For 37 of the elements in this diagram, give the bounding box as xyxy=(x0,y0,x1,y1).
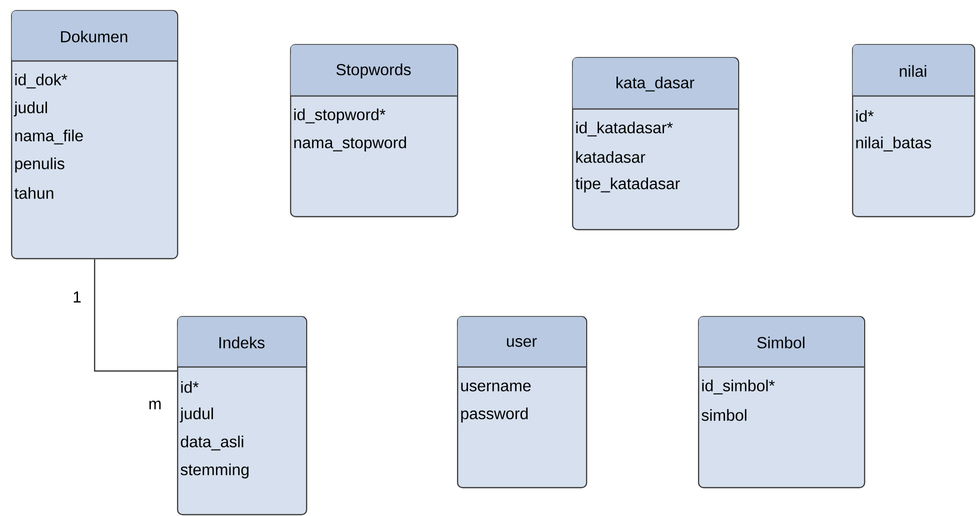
entity-box xyxy=(457,316,588,488)
attribute: id_simbol* xyxy=(702,380,775,394)
attribute: judul xyxy=(180,408,213,422)
attribute: tipe_katadasar xyxy=(575,178,680,192)
attribute: data_asli xyxy=(180,436,244,450)
entity-title: Dokumen xyxy=(61,30,128,42)
entity-box xyxy=(290,44,458,218)
attribute: judul xyxy=(14,102,47,116)
multiplicity-label: 1 xyxy=(74,292,81,302)
attribute: tahun xyxy=(14,187,54,199)
attribute: katadasar xyxy=(576,151,646,163)
relationship-line xyxy=(94,259,177,372)
attribute: id* xyxy=(856,110,874,122)
attribute: username xyxy=(461,382,531,392)
attribute: id_katadasar* xyxy=(576,122,673,136)
entity-title: Simbol xyxy=(757,336,804,348)
attribute: password xyxy=(461,408,528,422)
entity-box xyxy=(177,316,308,516)
attribute: id_stopword* xyxy=(294,108,386,124)
attribute: id* xyxy=(181,381,199,393)
attribute: simbol xyxy=(702,409,746,421)
entity-title: nilai xyxy=(900,65,926,77)
entity-box xyxy=(698,316,866,488)
attribute: nilai_batas xyxy=(856,136,932,152)
entity-box xyxy=(852,44,976,218)
attribute: nama_stopword xyxy=(294,136,406,152)
attribute: stemming xyxy=(180,464,249,478)
attribute: penulis xyxy=(15,158,64,172)
entity-box xyxy=(11,10,178,260)
entity-title: Indeks xyxy=(219,336,264,348)
entity-title: user xyxy=(506,338,537,347)
entity-box xyxy=(572,57,740,230)
entity-title: kata_dasar xyxy=(616,76,694,92)
attribute: nama_file xyxy=(15,130,83,144)
multiplicity-label: m xyxy=(149,400,161,410)
attribute: id_dok* xyxy=(15,74,68,88)
entity-title: Stopwords xyxy=(336,64,411,78)
